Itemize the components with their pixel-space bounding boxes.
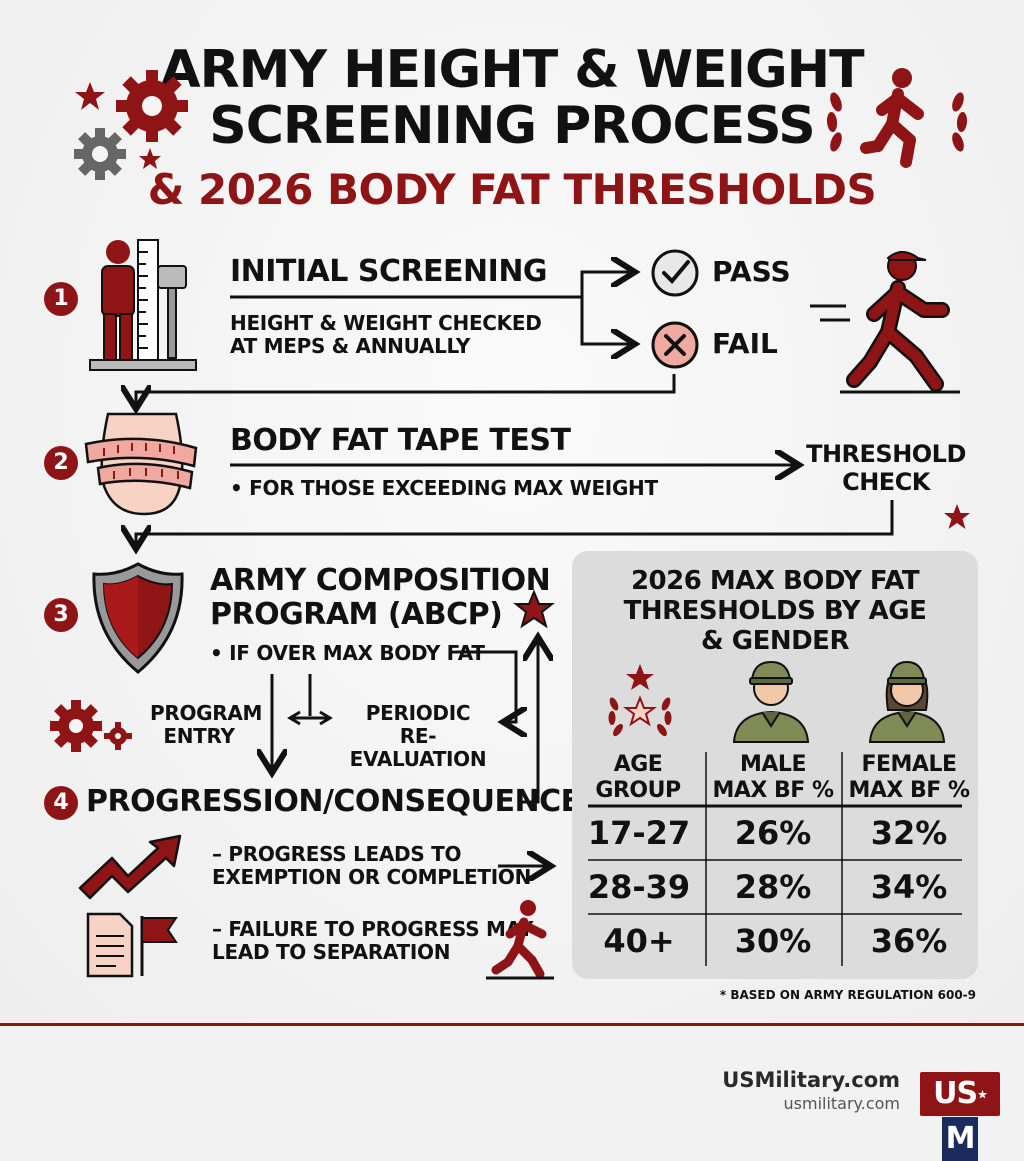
flow-arrows <box>0 0 894 1025</box>
tape-measure-icon <box>84 412 198 516</box>
title-line-3: & 2026 BODY FAT THRESHOLDS <box>147 165 877 214</box>
usm-logo: US★ M <box>920 1072 1000 1161</box>
check-icon <box>651 249 699 297</box>
periodic-reevaluation-line-2: RE-EVALUATION <box>349 724 487 771</box>
column-header-female-line-2: MAX BF % <box>848 778 970 803</box>
column-header-male: MALE MAX BF % <box>708 752 838 804</box>
height-scale-icon <box>89 239 197 371</box>
table-cell-age-row-2: 28-39 <box>587 868 691 906</box>
footer-divider <box>0 1023 1024 1026</box>
consequence-2-line-1: – FAILURE TO PROGRESS MAY <box>212 917 534 941</box>
program-entry-line-1: PROGRAM <box>150 701 263 725</box>
step-3-heading-line-2: PROGRAM (ABCP) <box>210 597 503 632</box>
gears-icon <box>50 700 132 752</box>
brand-name[interactable]: USMilitary.com <box>722 1068 900 1092</box>
program-entry-line-2: ENTRY <box>163 724 235 748</box>
column-header-age-line-2: GROUP <box>595 778 681 803</box>
threshold-table-panel <box>572 551 978 979</box>
column-header-female: FEMALE MAX BF % <box>844 752 974 804</box>
column-header-age: AGE GROUP <box>574 752 702 804</box>
regulation-footnote: * BASED ON ARMY REGULATION 600-9 <box>719 988 976 1002</box>
gears-icon <box>74 70 188 180</box>
step-2-heading: BODY FAT TAPE TEST <box>230 423 571 458</box>
table-cell-male-row-3: 30% <box>734 922 812 960</box>
step-1-heading: INITIAL SCREENING <box>230 254 548 289</box>
table-title-line-2: THRESHOLDS BY AGE <box>623 596 927 626</box>
table-cell-female-row-1: 32% <box>870 814 948 852</box>
threshold-check-label: THRESHOLD CHECK <box>806 440 966 496</box>
step-1-badge: 1 <box>44 282 78 316</box>
step-4-badge: 4 <box>44 786 78 820</box>
star-icon <box>944 504 970 529</box>
female-soldier-icon <box>868 660 946 743</box>
runner-laurel-icon <box>826 68 968 168</box>
trend-up-arrow-icon <box>78 834 182 900</box>
table-cell-male-row-1: 26% <box>734 814 812 852</box>
title-line-1: ARMY HEIGHT & WEIGHT <box>160 40 864 100</box>
column-header-male-line-1: MALE <box>740 752 806 777</box>
table-grid-lines <box>588 752 962 966</box>
consequence-2-line-2: LEAD TO SEPARATION <box>212 940 451 964</box>
threshold-check-line-2: CHECK <box>842 468 930 496</box>
step-2-detail: • FOR THOSE EXCEEDING MAX WEIGHT <box>230 476 658 500</box>
step-1-detail-line-2: AT MEPS & ANNUALLY <box>230 334 471 358</box>
threshold-check-line-1: THRESHOLD <box>806 440 966 468</box>
table-title-line-3: & GENDER <box>701 626 849 656</box>
column-header-age-line-1: AGE <box>613 752 663 777</box>
table-cell-female-row-3: 36% <box>870 922 948 960</box>
step-4-heading: PROGRESSION/CONSEQUENCES <box>86 784 602 819</box>
male-soldier-icon <box>732 660 810 743</box>
logo-star-icon: ★ <box>977 1087 988 1102</box>
step-2-badge: 2 <box>44 446 78 480</box>
step-3-badge: 3 <box>44 598 78 632</box>
fail-label: FAIL <box>712 327 778 360</box>
consequence-1-line-2: EXEMPTION OR COMPLETION <box>212 865 532 889</box>
star-icon <box>513 589 555 629</box>
column-header-female-line-1: FEMALE <box>861 752 957 777</box>
logo-us: US <box>933 1076 978 1111</box>
table-cell-age-row-1: 17-27 <box>587 814 691 852</box>
step-1-detail-line-1: HEIGHT & WEIGHT CHECKED <box>230 311 542 335</box>
pass-label: PASS <box>712 255 791 288</box>
table-cell-male-row-2: 28% <box>734 868 812 906</box>
step-3-heading: ARMY COMPOSITION PROGRAM (ABCP) <box>210 563 551 632</box>
laurel-star-icon <box>608 664 672 737</box>
x-icon <box>651 321 699 369</box>
column-header-male-line-2: MAX BF % <box>712 778 834 803</box>
program-entry-label: PROGRAM ENTRY <box>150 701 263 748</box>
step-3-heading-line-1: ARMY COMPOSITION <box>210 563 551 598</box>
document-flag-icon <box>86 912 178 978</box>
table-title-line-1: 2026 MAX BODY FAT <box>630 566 920 596</box>
brand-url[interactable]: usmilitary.com <box>783 1094 901 1113</box>
running-figure-icon <box>486 900 554 980</box>
periodic-reevaluation-label: PERIODIC RE-EVALUATION <box>338 702 498 771</box>
periodic-reevaluation-line-1: PERIODIC <box>365 701 471 725</box>
consequence-1-line-1: – PROGRESS LEADS TO <box>212 842 462 866</box>
logo-m: M <box>941 1116 979 1161</box>
table-cell-female-row-2: 34% <box>870 868 948 906</box>
shield-icon <box>92 562 184 674</box>
title-line-2: SCREENING PROCESS <box>209 96 815 156</box>
step-3-detail: • IF OVER MAX BODY FAT <box>210 641 485 665</box>
running-soldier-icon <box>810 251 960 394</box>
table-cell-age-row-3: 40+ <box>603 922 675 960</box>
